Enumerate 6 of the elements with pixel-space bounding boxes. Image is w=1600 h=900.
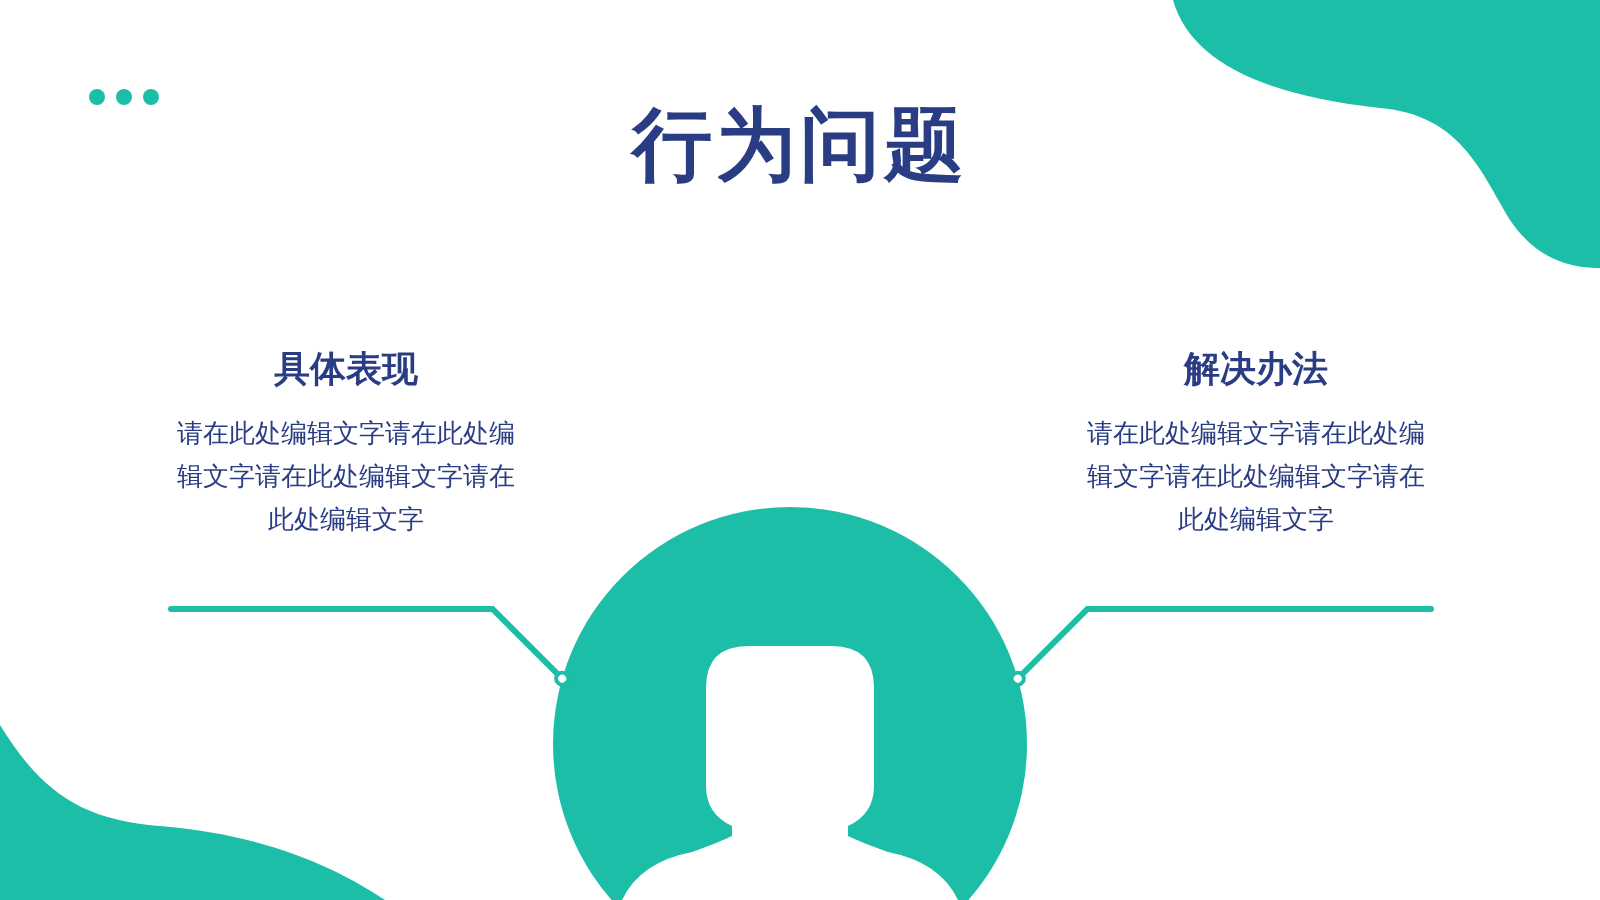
heading: 具体表现 <box>274 347 418 391</box>
body-text: 请在此处编辑文字请在此处编辑文字请在此处编辑文字请在此处编辑文字 <box>176 417 516 536</box>
body-text: 请在此处编辑文字请在此处编辑文字请在此处编辑文字请在此处编辑文字 <box>1086 417 1426 536</box>
title: 行为问题 <box>632 97 968 193</box>
person-circle-drawing <box>553 507 1027 900</box>
heading: 解决办法 <box>1184 347 1328 391</box>
